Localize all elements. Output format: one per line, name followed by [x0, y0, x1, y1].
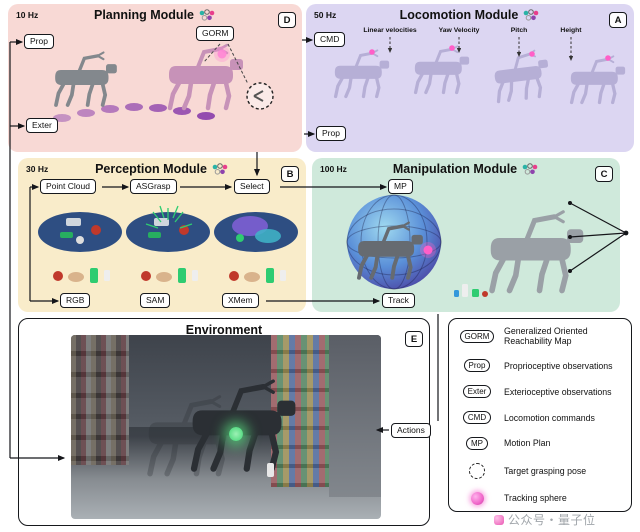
- rgb-box: RGB: [60, 293, 91, 309]
- asgrasp-box: ASGrasp: [130, 179, 177, 195]
- locomotion-title: Locomotion Module: [399, 8, 519, 22]
- legend-row-tracking-sphere: Tracking sphere: [456, 491, 624, 505]
- planning-title: Planning Module: [94, 8, 194, 22]
- planning-badge: D: [278, 12, 296, 28]
- exter-box: Exter: [26, 118, 58, 134]
- sam-box: SAM: [140, 293, 171, 309]
- hex-cluster-icon: [524, 9, 539, 21]
- manipulation-module-panel: 100 Hz Manipulation Module C MP Track: [312, 158, 620, 312]
- label-yaw-velocity: Yaw Velocity: [438, 27, 480, 34]
- gorm-box: GORM: [196, 26, 235, 42]
- tracking-sphere-icon: [470, 491, 484, 505]
- dashed-circle-icon: [469, 462, 485, 479]
- planning-rate: 10 Hz: [16, 10, 39, 20]
- perception-title: Perception Module: [95, 162, 207, 176]
- environment-badge: E: [405, 331, 423, 347]
- select-box: Select: [234, 179, 270, 195]
- manipulation-robot-2: [491, 212, 584, 291]
- store-products-left: [71, 335, 129, 465]
- environment-title: Environment: [185, 323, 263, 337]
- hex-cluster-icon: [199, 9, 215, 21]
- legend-row-gorm: GORM Generalized Oriented Reachability M…: [456, 326, 624, 346]
- legend-row-grasp-pose: Target grasping pose: [456, 462, 624, 479]
- prop-box-locomotion: Prop: [316, 126, 346, 142]
- watermark: 公众号・量子位: [494, 511, 596, 528]
- legend-row-mp: MP Motion Plan: [456, 437, 624, 451]
- planning-robot-gray: [53, 50, 119, 107]
- xmem-box: XMem: [222, 293, 259, 309]
- locomotion-badge: A: [609, 12, 627, 28]
- qbitai-logo-icon: [494, 514, 504, 525]
- mp-legend-tag: MP: [466, 437, 488, 451]
- target-grasp-pose-circle: [246, 82, 274, 110]
- gorm-legend-tag: GORM: [459, 329, 495, 343]
- actions-box: Actions: [391, 423, 431, 439]
- cmd-box: CMD: [314, 32, 346, 48]
- environment-robot: [193, 381, 296, 469]
- tracking-sphere-dot: [217, 49, 227, 59]
- locomotion-robot-3: [490, 47, 554, 104]
- store-wall-right: [329, 335, 381, 497]
- gripper-glow: [229, 427, 243, 441]
- environment-robot-art: [71, 335, 381, 477]
- manipulation-badge: C: [595, 166, 613, 182]
- watermark-text: 公众号・量子位: [508, 513, 596, 527]
- hex-cluster-icon: [522, 163, 538, 175]
- prop-box-planning: Prop: [24, 34, 54, 50]
- hex-cluster-icon: [212, 163, 228, 175]
- point-cloud-box: Point Cloud: [40, 179, 96, 195]
- label-pitch: Pitch: [510, 27, 528, 34]
- perception-badge: B: [281, 166, 299, 182]
- perception-module-panel: 30 Hz Perception Module B Point Cloud AS…: [18, 158, 306, 312]
- locomotion-robot-4: [569, 54, 627, 105]
- environment-photo: [71, 335, 381, 519]
- planning-art: [29, 4, 274, 128]
- locomotion-rate: 50 Hz: [314, 10, 337, 20]
- legend-row-cmd: CMD Locomotion commands: [456, 411, 624, 425]
- perception-art: [38, 205, 298, 283]
- prop-legend-tag: Prop: [463, 359, 491, 373]
- label-height: Height: [560, 27, 582, 34]
- locomotion-module-panel: 50 Hz Locomotion Module A CMD Prop Linea…: [306, 4, 634, 152]
- cmd-legend-tag: CMD: [462, 411, 492, 425]
- locomotion-art: [333, 37, 627, 105]
- planning-module-panel: 10 Hz Planning Module D Prop GORM Exter: [8, 4, 302, 152]
- manipulation-title: Manipulation Module: [392, 162, 518, 176]
- legend-panel: GORM Generalized Oriented Reachability M…: [448, 318, 632, 512]
- track-box: Track: [382, 293, 415, 309]
- manipulation-rate: 100 Hz: [320, 164, 347, 174]
- store-shelf-left: [71, 335, 129, 465]
- legend-row-prop: Prop Proprioceptive observations: [456, 359, 624, 373]
- locomotion-robot-1: [333, 48, 391, 99]
- manipulation-art: [346, 194, 620, 297]
- mp-box: MP: [388, 179, 413, 195]
- tracking-sphere-dot: [423, 245, 433, 255]
- environment-panel: Environment E Actions: [18, 318, 431, 526]
- planning-robot-gorm: [169, 45, 243, 108]
- exter-legend-tag: Exter: [462, 385, 492, 399]
- legend-row-exter: Exter Exterioceptive observations: [456, 385, 624, 399]
- label-linear-velocities: Linear velocities: [363, 27, 417, 34]
- locomotion-robot-2: [413, 44, 471, 95]
- perception-rate: 30 Hz: [26, 164, 49, 174]
